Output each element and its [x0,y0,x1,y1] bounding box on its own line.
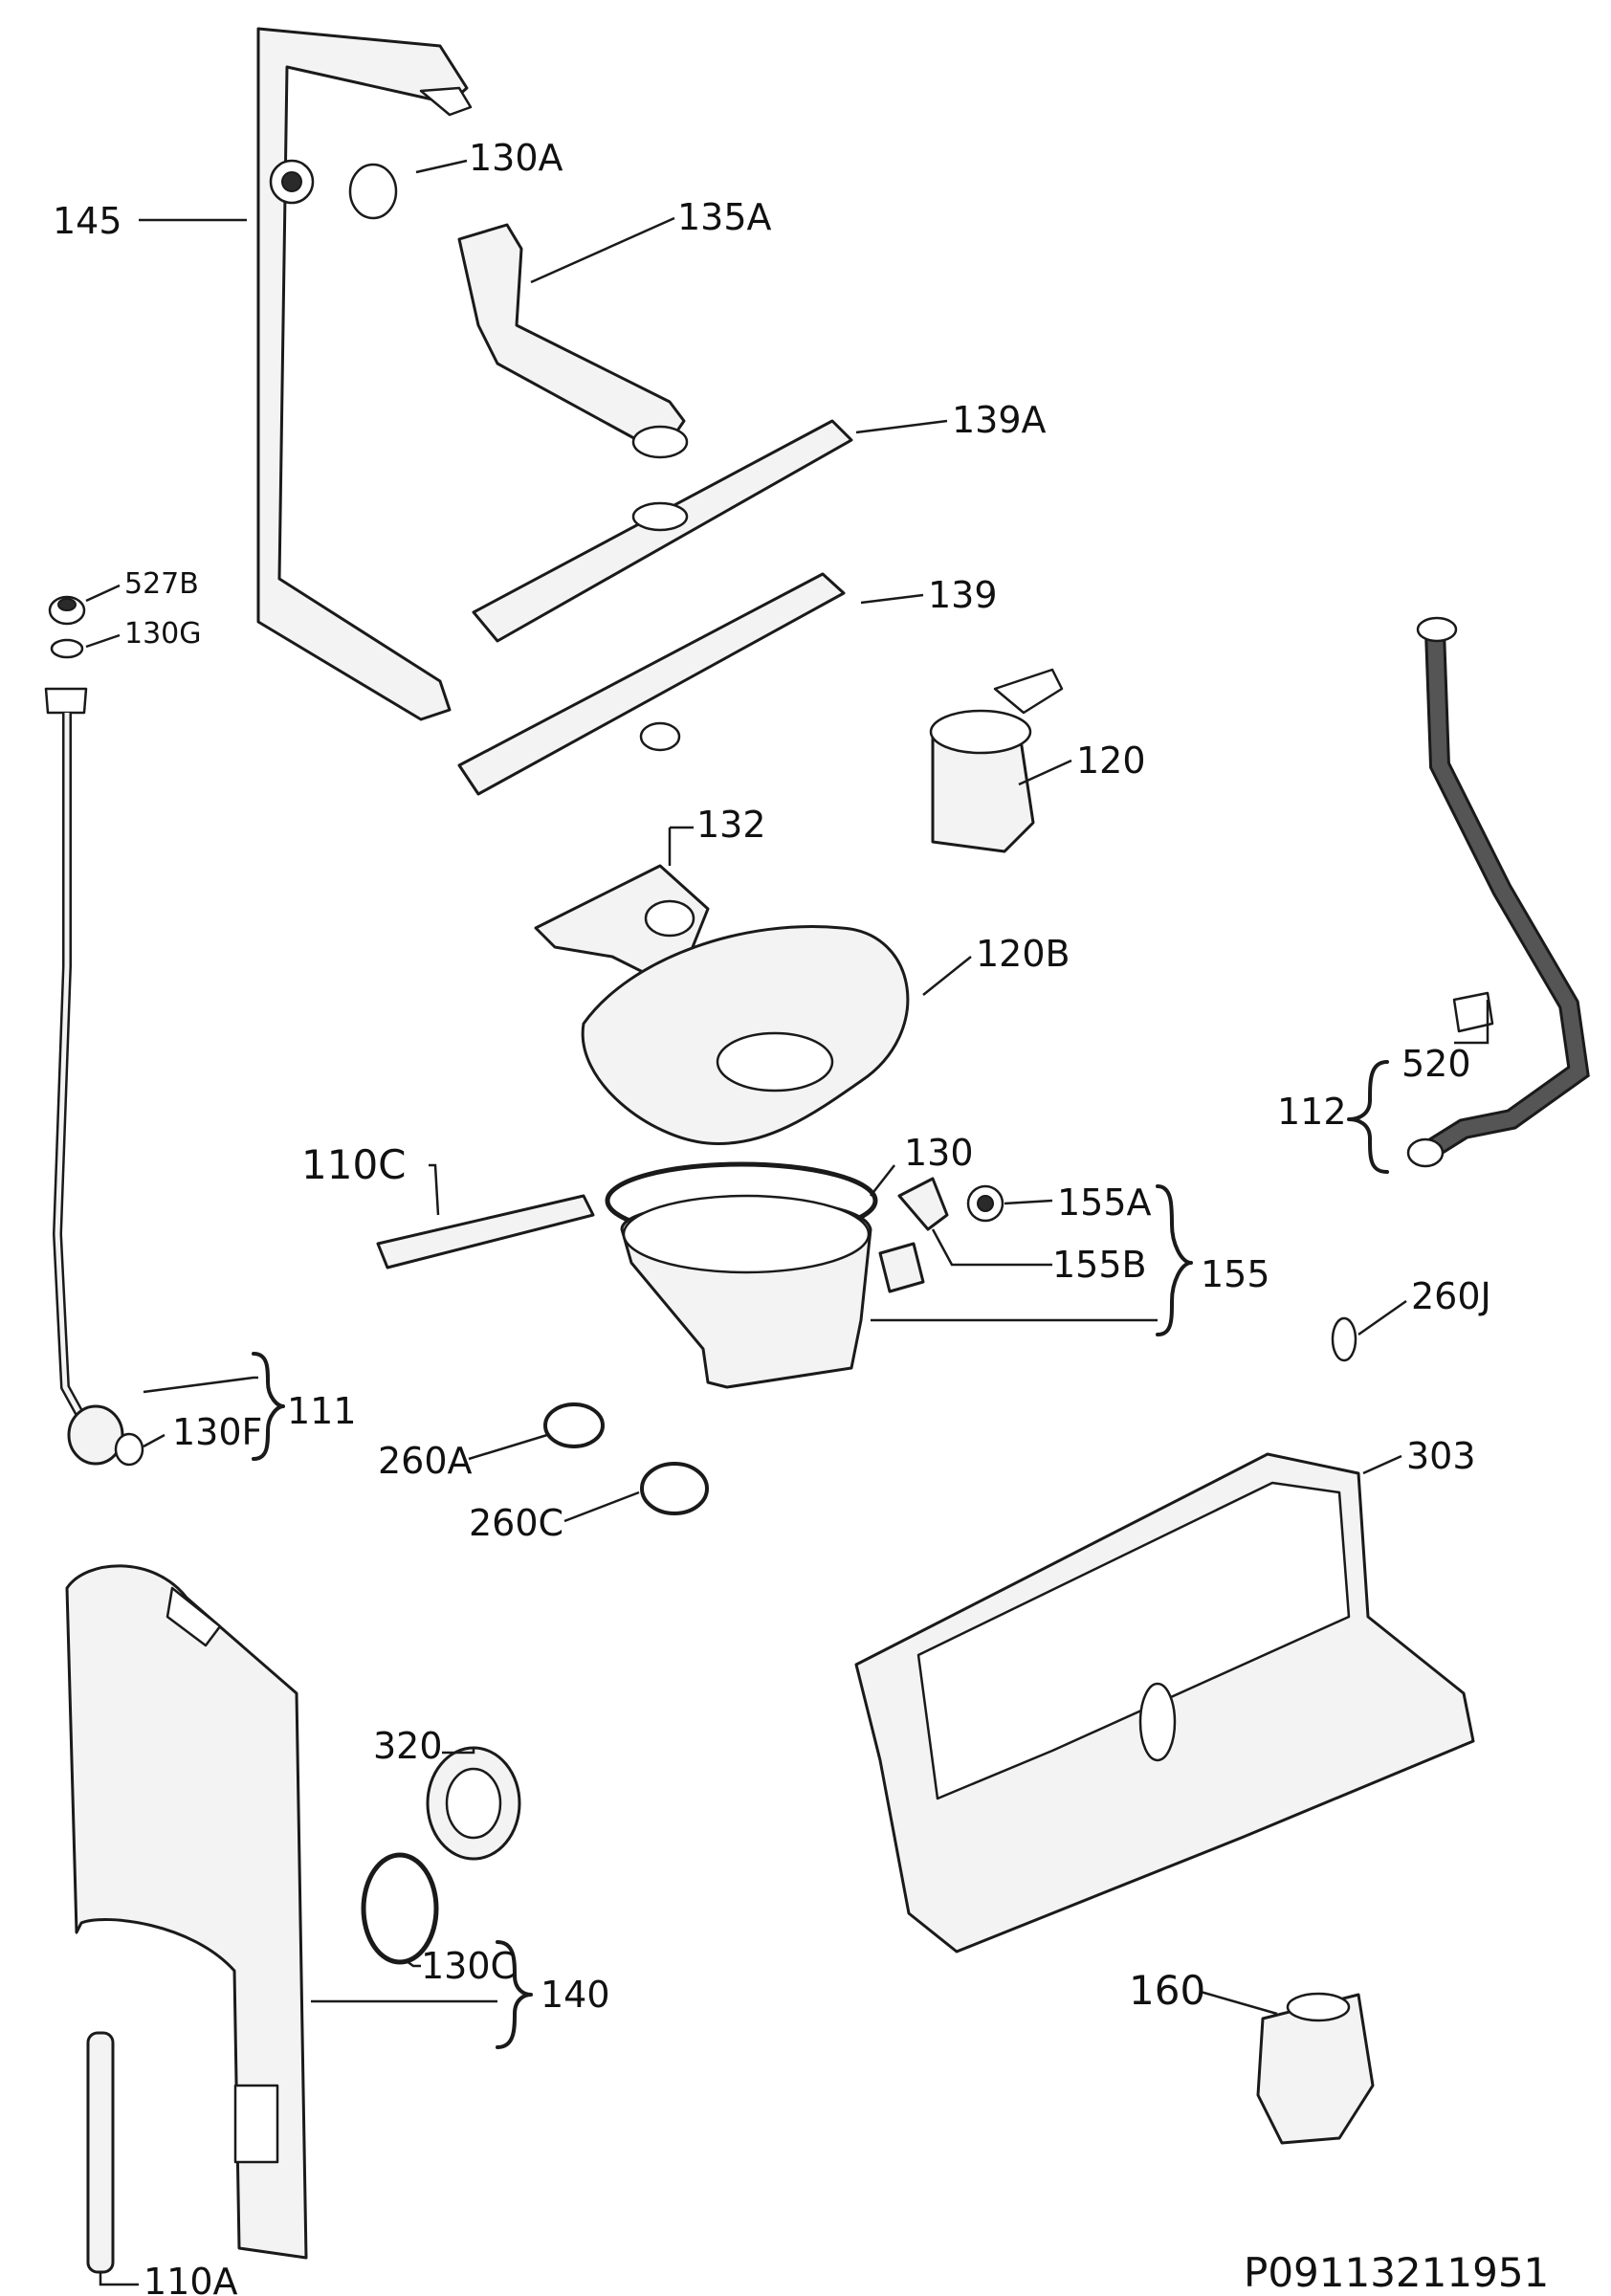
part-sump-body [620,1194,925,1389]
leader-lines [85,159,1490,2286]
label-260A: 260A [378,1440,473,1482]
label-303: 303 [1406,1435,1476,1477]
part-120B-filter-plate [581,924,910,1145]
part-260J-clamp [1331,1316,1357,1362]
part-111-inlet-hose [44,687,144,1467]
part-130G-washer [50,638,84,659]
label-132: 132 [696,804,766,846]
label-130C: 130C [421,1945,516,1987]
label-139A: 139A [952,399,1047,441]
label-110A: 110A [143,2261,238,2296]
label-520: 520 [1401,1043,1471,1085]
part-130C-gasket [361,1852,439,1965]
label-320: 320 [373,1725,443,1767]
part-110A-tube [86,2031,115,2274]
label-120: 120 [1076,740,1146,782]
label-260C: 260C [469,1502,563,1544]
part-140-air-break [65,1564,308,2260]
label-260J: 260J [1411,1275,1491,1317]
part-527B-cap [48,595,86,626]
part-112-drain-hose [1406,616,1590,1168]
part-145-circulation-pipe [256,27,473,721]
label-112: 112 [1277,1091,1347,1133]
label-140: 140 [541,1974,610,2016]
label-155: 155 [1201,1253,1270,1295]
part-160-drain-pump [1256,1992,1375,2145]
label-120B: 120B [976,933,1070,975]
brackets [252,1060,1389,2049]
part-155B-flap [897,1177,949,1231]
label-130A: 130A [469,137,563,179]
part-110C-hose [376,1194,595,1269]
part-155A-valve-ring [966,1184,1004,1223]
label-135A: 135A [677,196,772,238]
label-527B: 527B [124,567,199,601]
part-260A-clamp [543,1402,605,1448]
part-120-filter [929,668,1064,853]
label-130: 130 [904,1132,974,1174]
label-111: 111 [287,1390,357,1432]
part-260C-clamp [640,1462,709,1515]
label-155A: 155A [1057,1181,1152,1224]
label-155B: 155B [1052,1244,1147,1286]
label-160: 160 [1129,1967,1205,2014]
label-130F: 130F [172,1411,262,1453]
label-130G: 130G [124,617,202,651]
part-139-lower-spray-arm [457,572,846,796]
label-139: 139 [928,574,998,616]
part-labels: 145 130A 135A 139A 139 527B 130G 120 132… [53,137,1549,2296]
drawing-code: P09113211951 [1244,2249,1549,2296]
part-139A-upper-spray-arm [472,419,853,643]
part-130A-oring [348,163,398,220]
part-303-base [854,1452,1475,1954]
label-110C: 110C [301,1141,407,1188]
label-145: 145 [53,200,122,242]
part-135A-feed-pipe [457,223,689,459]
part-320-seal [426,1746,521,1861]
